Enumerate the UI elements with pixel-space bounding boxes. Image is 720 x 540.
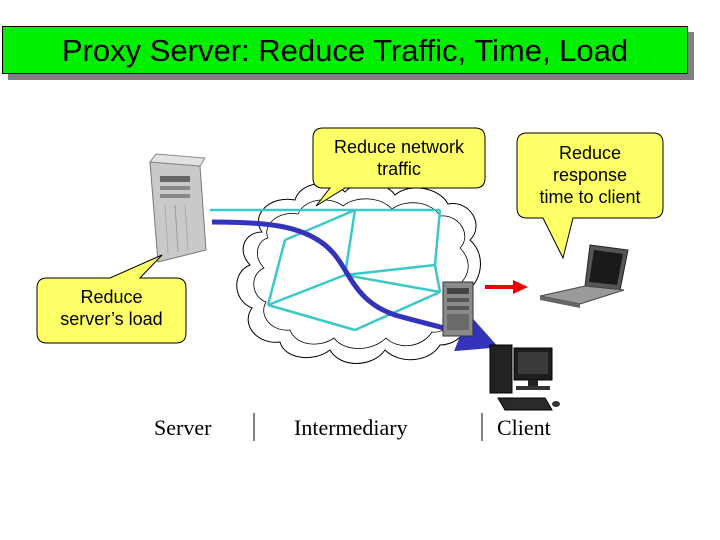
server-tower-icon	[149, 153, 207, 263]
callout-response-text: Reduce response time to client	[517, 142, 663, 208]
desktop-computer-icon	[489, 344, 560, 411]
response-arrow	[485, 280, 528, 294]
callout-server-load-line-2: server’s load	[60, 309, 163, 329]
callout-server-load-line-1: Reduce	[80, 287, 143, 307]
callout-network-text: Reduce network traffic	[313, 136, 485, 180]
label-server: Server	[154, 415, 212, 440]
title-bar: Proxy Server: Reduce Traffic, Time, Load	[2, 26, 688, 74]
label-client: Client	[497, 415, 551, 440]
laptop-icon	[539, 244, 629, 308]
callout-response-line-2: response	[552, 165, 628, 185]
callout-network-line-2: traffic	[377, 159, 421, 179]
label-intermediary: Intermediary	[294, 415, 408, 440]
callout-network	[312, 127, 486, 207]
network-links	[210, 208, 442, 332]
callout-response	[516, 132, 664, 260]
callout-network-line-1: Reduce network	[333, 137, 465, 157]
callout-server-load-text: Reduce server’s load	[37, 286, 186, 330]
callout-response-line-3: time to client	[539, 187, 641, 207]
proxy-server-icon	[442, 281, 474, 337]
callout-response-line-1: Reduce	[558, 143, 622, 163]
page-title: Proxy Server: Reduce Traffic, Time, Load	[61, 33, 629, 68]
request-path	[211, 219, 499, 352]
callout-server-load	[36, 254, 187, 344]
